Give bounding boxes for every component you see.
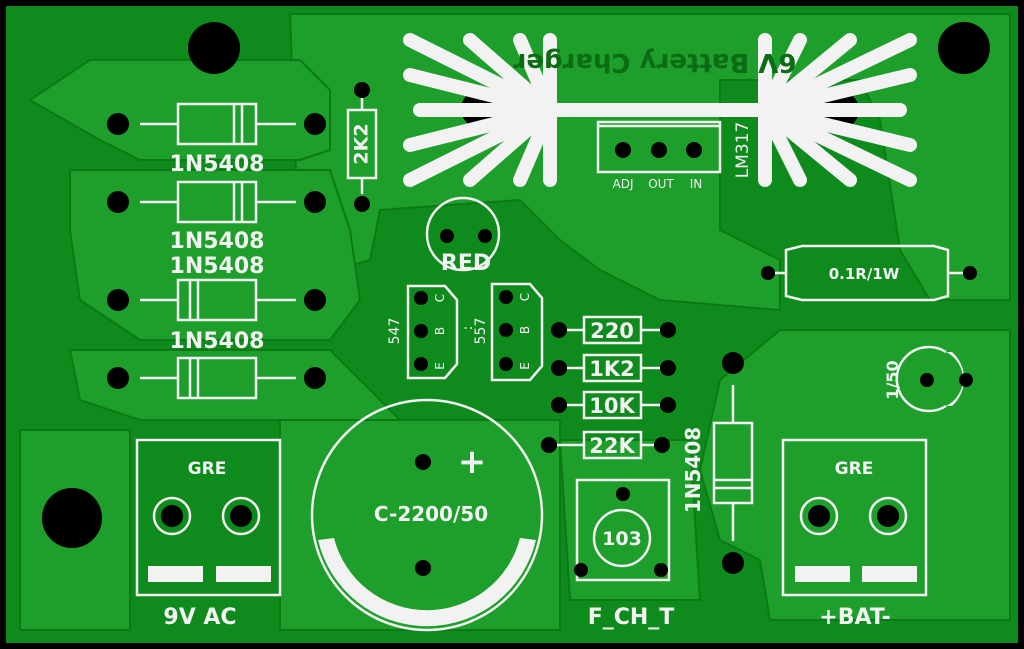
transistor-separator: : [460,326,476,331]
capacitor-small-label: 1/50 [883,360,902,399]
mount-hole-top-right [938,22,990,74]
lm317-pin-in: IN [690,177,703,191]
lm317-pad-adj [615,142,631,158]
capacitor-main-label: C-2200/50 [374,502,488,526]
transistor-547-pin-e: E [433,362,447,370]
diode-d4-label: 1N5408 [170,329,265,354]
transistor-557-pin-b: B [518,326,532,334]
resistor-1k2: 1K2 [551,353,676,383]
transistor-557: C B E 557 [473,282,544,382]
resistor-2k2: 2K2 [346,82,378,212]
resistor-shunt-label: 0.1R/1W [829,265,900,283]
terminal-ac-tag: GRE [188,459,227,479]
terminal-ac-label: 9V AC [163,605,236,630]
diode-d2: 1N5408 [107,180,326,254]
resistor-220-label: 220 [590,319,634,343]
lm317-pin-out: OUT [648,177,674,191]
resistor-10k: 10K [551,390,676,420]
mount-hole-bottom-left [42,488,102,548]
diode-d5-label: 1N5408 [681,427,705,513]
resistor-shunt: 0.1R/1W [761,244,977,302]
mount-hole-top-left [188,22,240,74]
transistor-557-pin-c: C [518,293,532,301]
capacitor-main: + C-2200/50 [310,398,544,632]
led-red: RED [425,196,501,276]
resistor-22k-label: 22K [589,434,635,458]
transistor-547-pin-c: C [433,294,447,302]
diode-d1-label: 1N5408 [170,152,265,177]
capacitor-main-plus: + [458,442,487,482]
lm317-pad-out [651,142,667,158]
trimmer-value: 103 [602,528,642,550]
lm317-regulator: ADJ OUT IN LM317 [596,120,753,191]
terminal-bat-label: +BAT- [819,605,890,630]
resistor-220: 220 [551,315,676,345]
resistor-2k2-label: 2K2 [351,123,373,164]
lm317-pad-in [686,142,702,158]
resistor-22k: 22K [541,430,670,460]
transistor-557-label: 557 [473,318,489,345]
diode-d3-label: 1N5408 [170,254,265,279]
transistor-547-label: 547 [387,318,403,345]
resistor-10k-label: 10K [589,394,635,418]
diode-d5: 1N5408 [681,352,754,574]
resistor-1k2-label: 1K2 [589,357,635,381]
transistor-547: C B E 547 [387,284,459,380]
diode-d3 [107,278,326,322]
transistor-547-pin-b: B [433,327,447,335]
lm317-pin-adj: ADJ [613,177,634,191]
diode-d2-label: 1N5408 [170,229,265,254]
diode-d4 [107,356,326,400]
terminal-ac: GRE 9V AC [135,438,282,630]
diode-d1: 1N5408 [107,102,326,177]
transistor-557-pin-e: E [518,362,532,370]
capacitor-small: 1/50 [883,345,973,413]
trimmer-label: F_CH_T [588,605,675,630]
lm317-label: LM317 [733,122,753,179]
heatsink-silkscreen [403,33,917,187]
led-label: RED [441,251,491,276]
terminal-bat: GRE +BAT- [781,438,928,630]
trimmer-pot: 103 F_CH_T [574,478,675,630]
terminal-bat-tag: GRE [835,459,874,479]
board-title: 6V Battery Charger [513,47,796,77]
